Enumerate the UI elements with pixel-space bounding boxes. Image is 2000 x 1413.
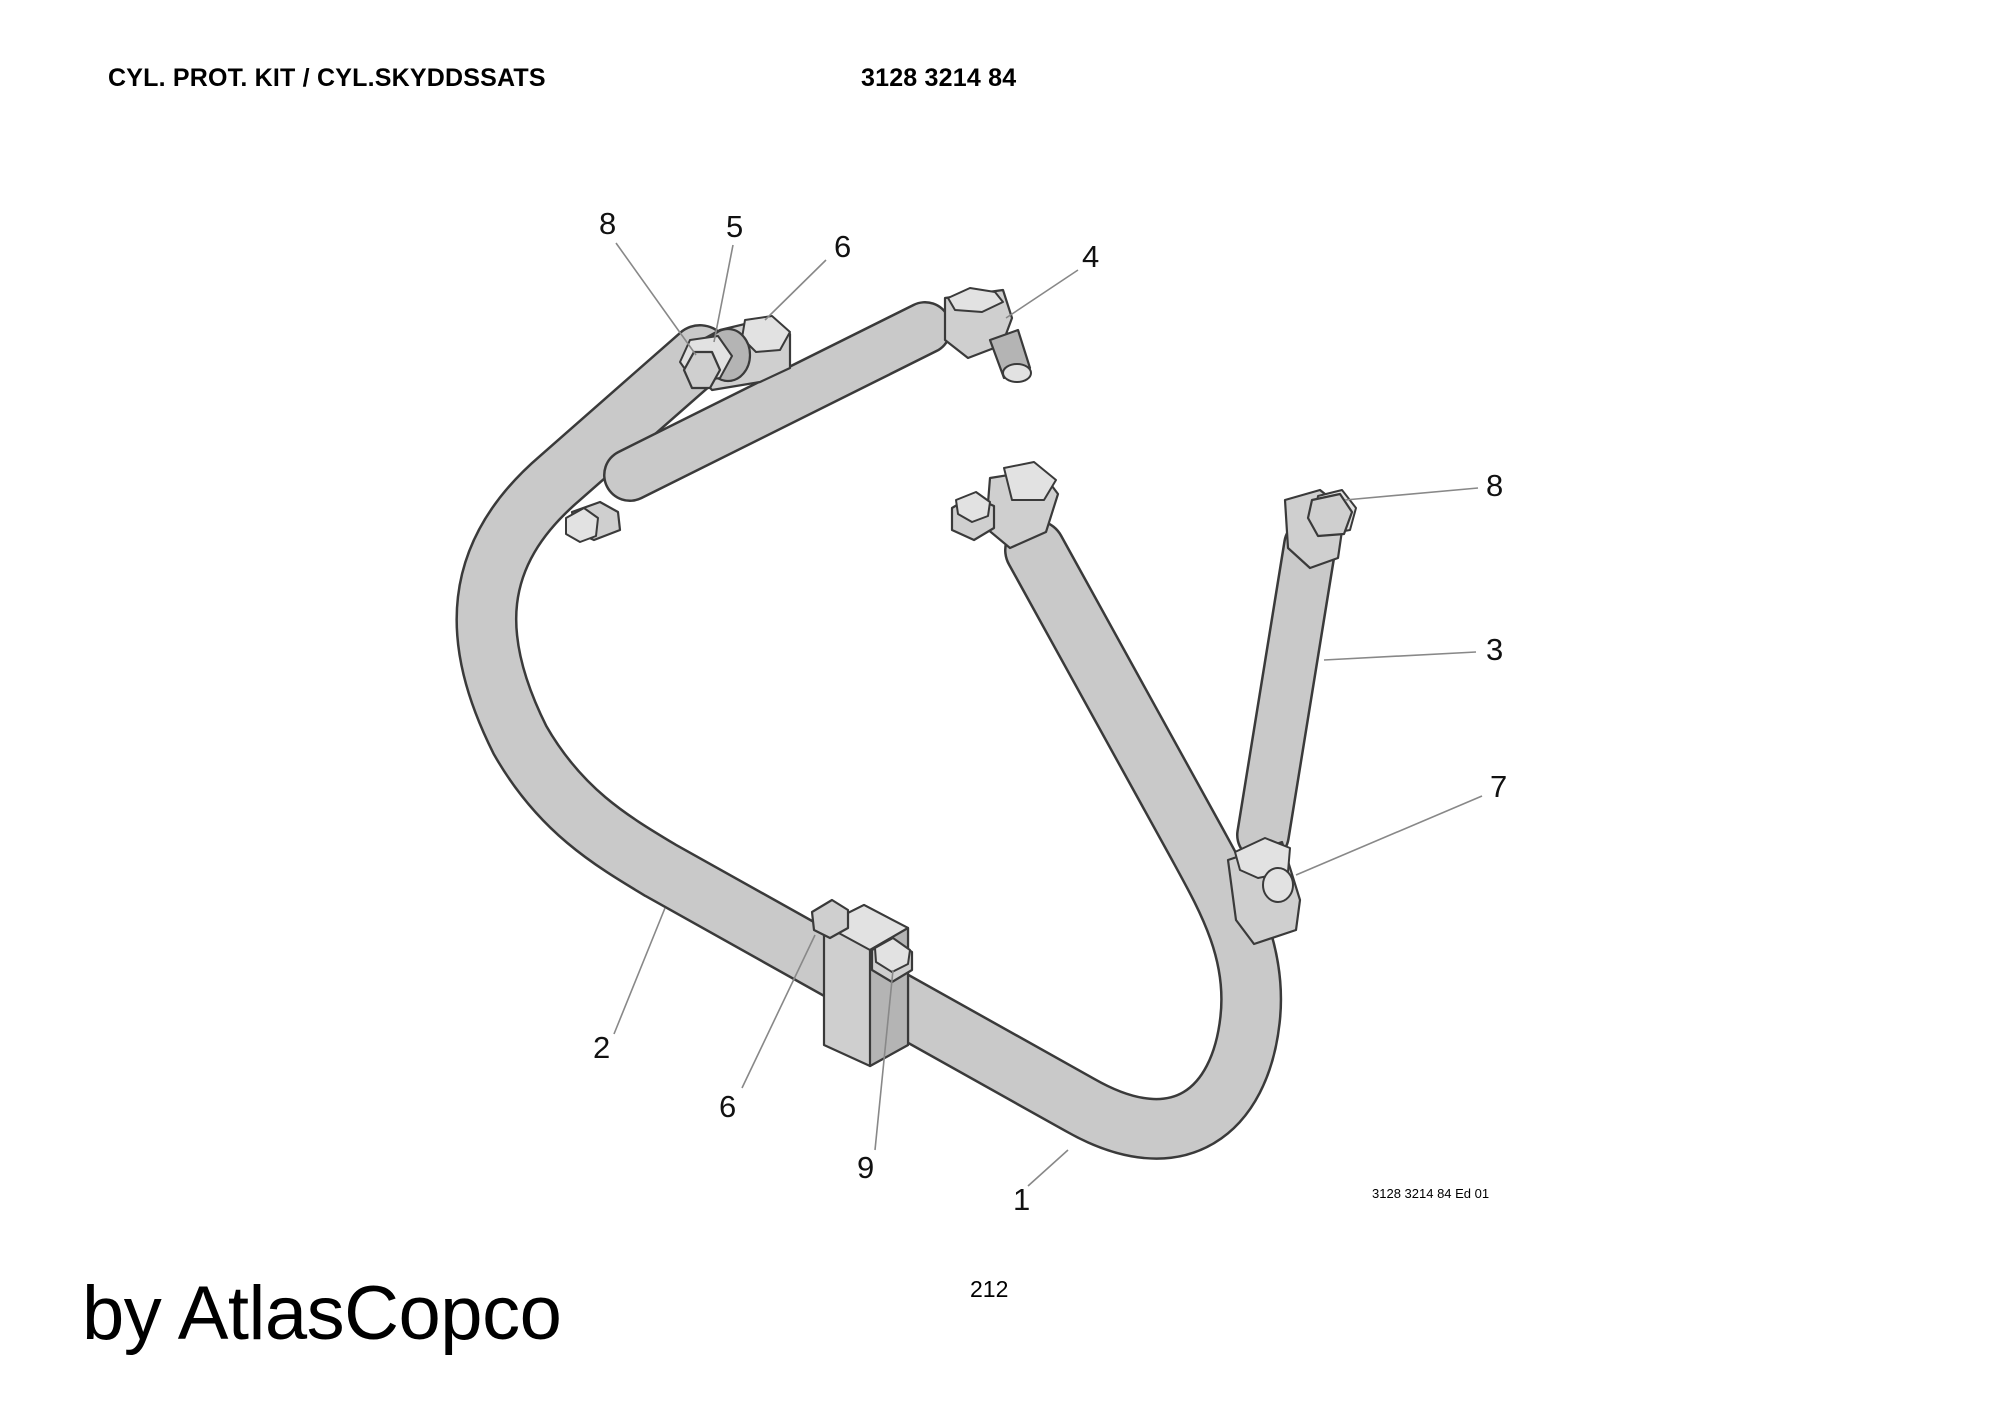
callout-9: 9 [857,1150,874,1185]
callout-6-upper: 6 [834,229,851,264]
callout-4: 4 [1082,239,1099,274]
right-strut-tube [1236,518,1337,862]
clamp-block [810,898,914,1068]
main-guard-tube [455,324,1283,1160]
callout-2: 2 [593,1030,610,1065]
clevis-right-strut-top [1283,488,1357,570]
document-title: CYL. PROT. KIT / CYL.SKYDDSSATS [108,64,546,92]
upper-strut-tube [603,301,952,502]
clevis-inner-tube-top [950,461,1060,550]
brand-watermark: by AtlasCopco [82,1271,562,1356]
callout-numbers: 8 5 6 4 8 3 7 2 6 9 1 [593,206,1507,1217]
bracket-part-7 [1226,837,1302,946]
callout-1: 1 [1013,1182,1030,1217]
leader-lines [613,242,1483,1187]
callout-6-lower: 6 [719,1089,736,1124]
callout-5: 5 [726,209,743,244]
page-number: 212 [970,1276,1009,1302]
callout-3: 3 [1486,632,1503,667]
drawing-edition-label: 3128 3214 84 Ed 01 [1372,1186,1490,1201]
bolt-cluster-upper-left [679,315,792,392]
bolt-upper-strut-lower-end [565,500,622,543]
callout-7: 7 [1490,769,1507,804]
clevis-part-4 [943,287,1032,383]
header-part-number: 3128 3214 84 [861,64,1017,92]
callout-8-upper: 8 [599,206,616,241]
callout-8-right: 8 [1486,468,1503,503]
